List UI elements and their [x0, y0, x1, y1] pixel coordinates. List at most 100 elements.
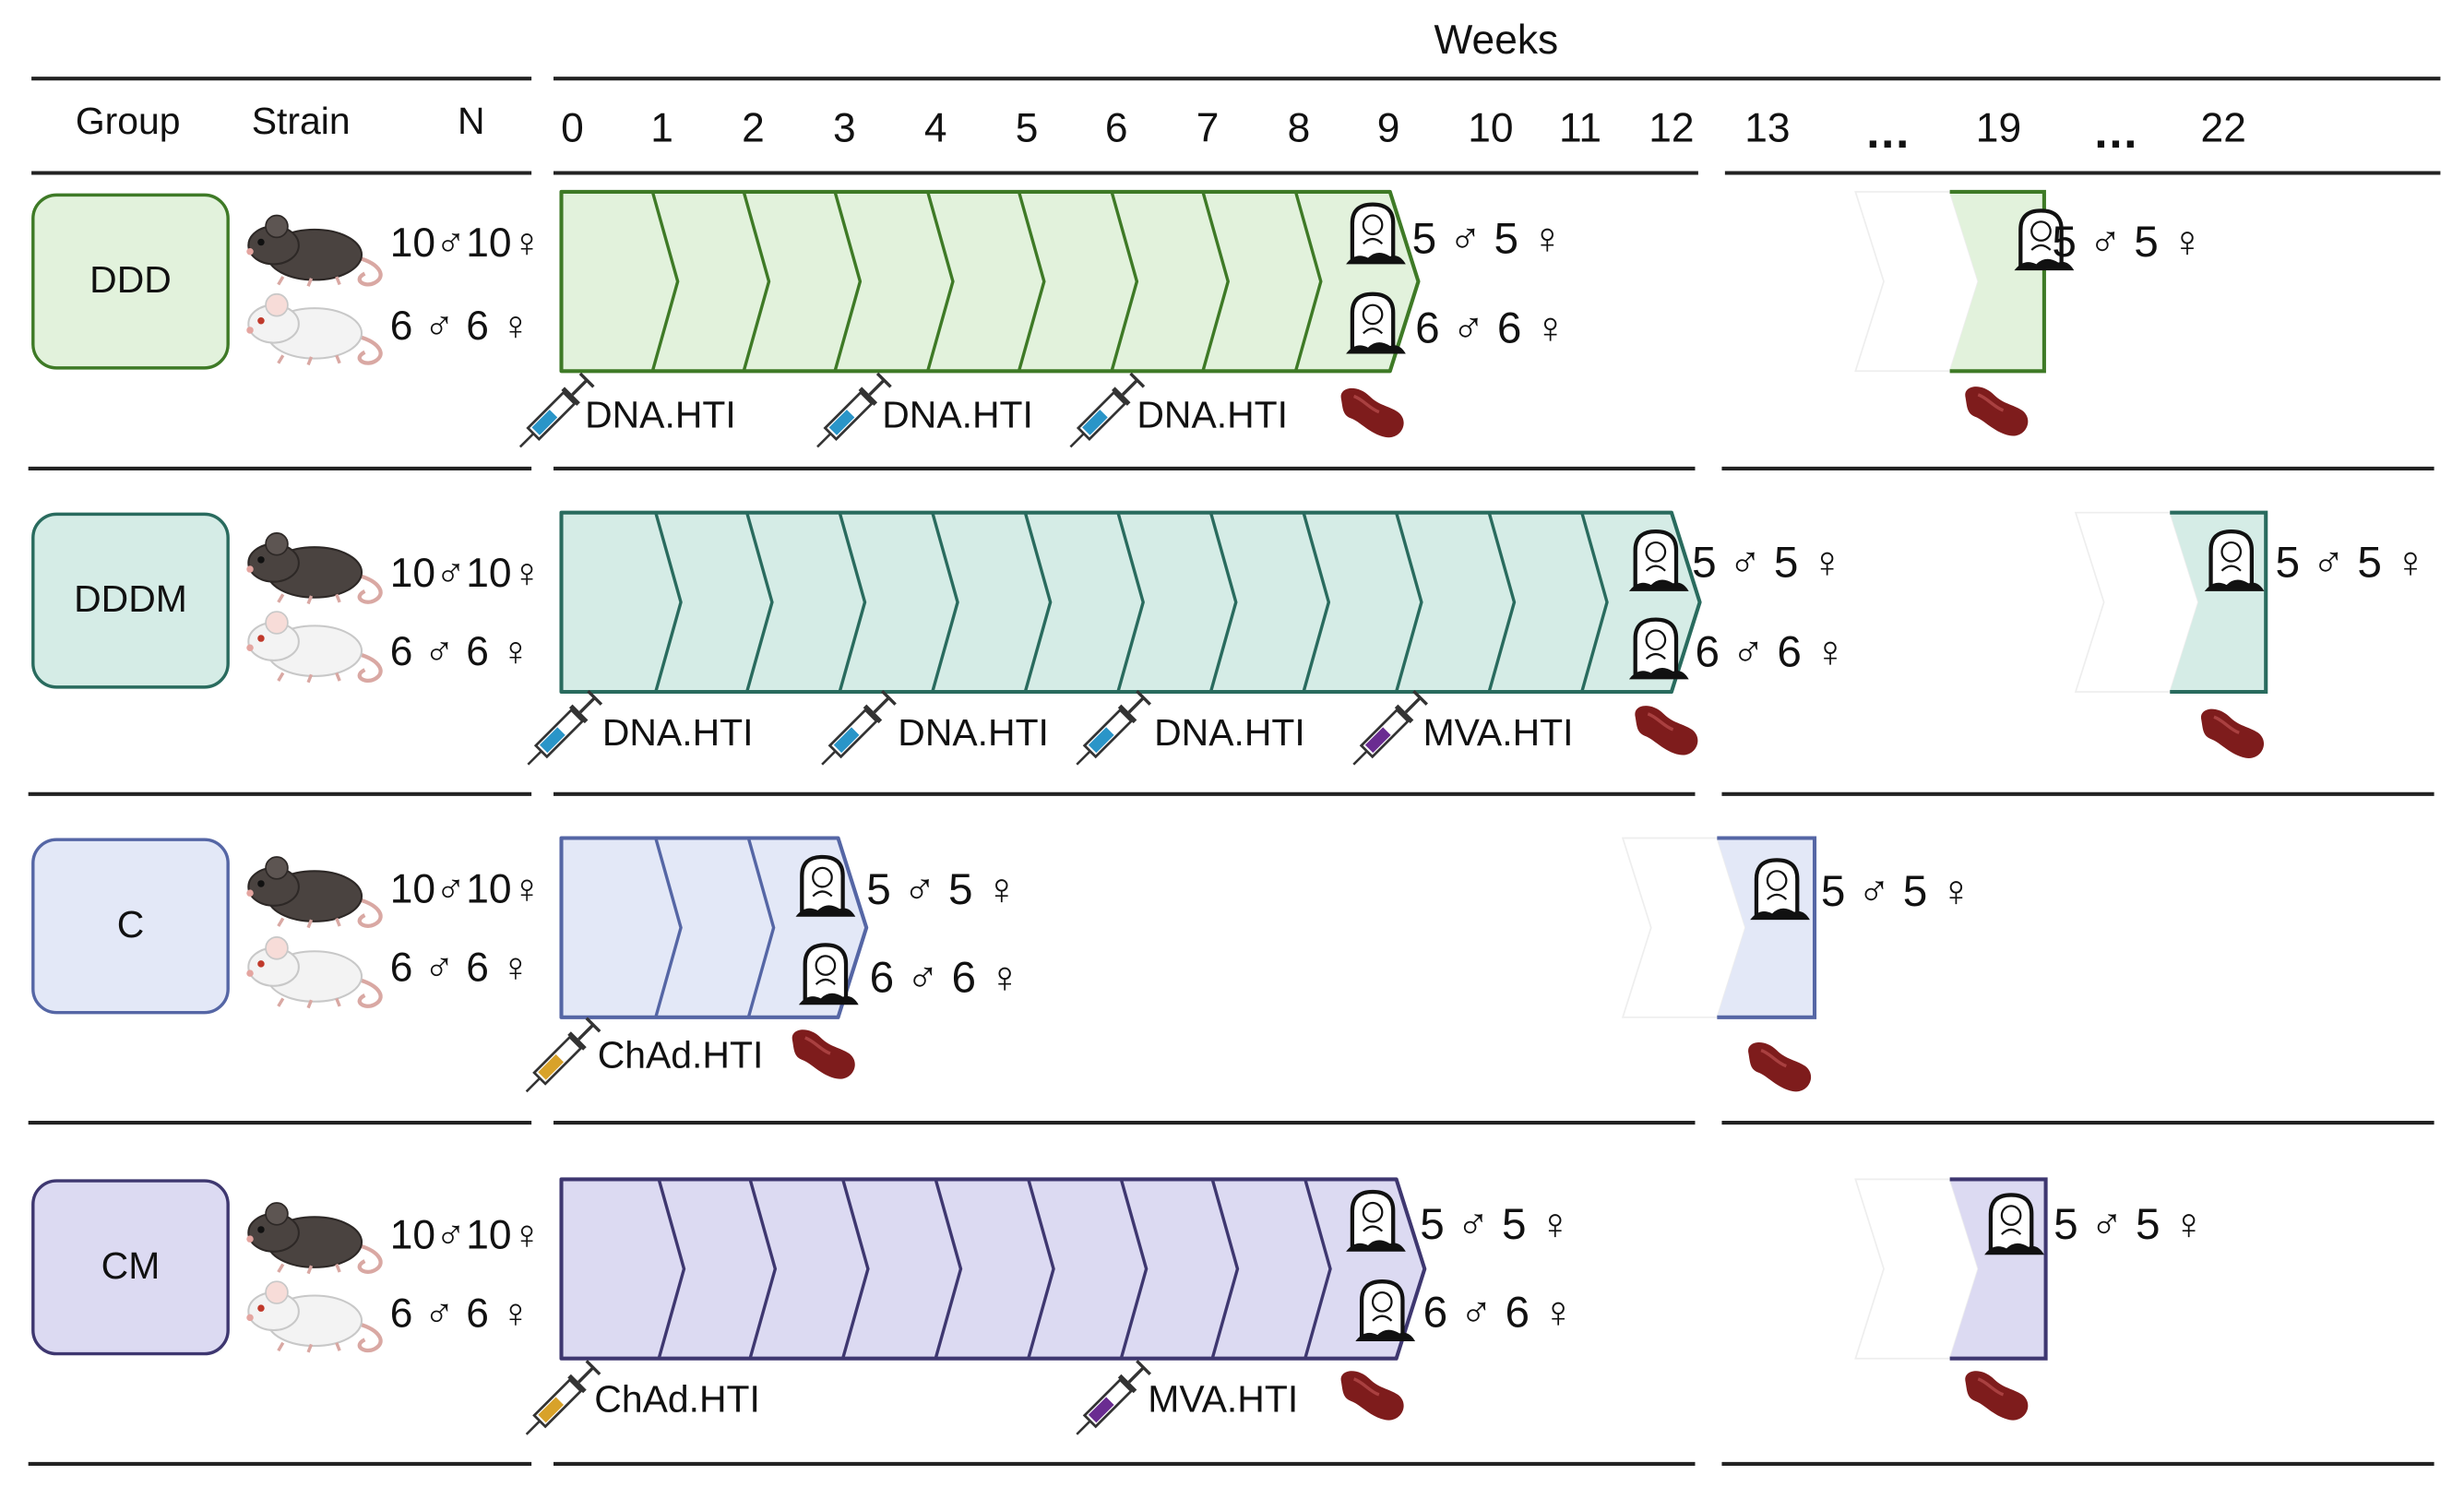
late-block-border — [1949, 1177, 2048, 1361]
syringe-icon — [816, 372, 892, 448]
tombstone-icon — [1355, 1279, 1416, 1341]
syringe-icon — [1352, 690, 1428, 766]
week-chevron — [1119, 1178, 1149, 1360]
timeline-bar — [559, 836, 869, 1019]
week-chevron — [657, 1178, 686, 1360]
week-tick-label: 3 — [833, 103, 856, 151]
syringe-icon — [525, 1017, 601, 1093]
week-tick-label: 6 — [1104, 103, 1128, 151]
sacrifice-count-early: 5 ♂ 5 ♀ — [1692, 537, 1844, 587]
week-tick-label: 4 — [923, 103, 947, 151]
sacrifice-count-early: 5 ♂ 5 ♀ — [866, 864, 1018, 914]
timeline-bar — [559, 510, 1702, 695]
week-chevron — [1303, 1178, 1332, 1360]
vaccine-label: ChAd.HTI — [594, 1378, 760, 1422]
tombstone-icon — [1984, 1193, 2044, 1255]
week-chevron — [934, 1178, 963, 1360]
group-box-cm: CM — [31, 1179, 230, 1356]
sacrifice-count-early: 6 ♂ 6 ♀ — [1695, 627, 1847, 676]
week-tick-label: 1 — [650, 103, 673, 151]
vaccine-label: MVA.HTI — [1148, 1378, 1299, 1422]
sacrifice-count-late: 5 ♂ 5 ♀ — [2053, 1199, 2206, 1249]
week-chevron — [1116, 512, 1145, 693]
sacrifice-count-late: 5 ♂ 5 ♀ — [2052, 217, 2204, 267]
vaccine-label: DNA.HTI — [585, 394, 736, 437]
week-chevron — [926, 191, 955, 372]
tombstone-icon — [1750, 858, 1810, 921]
sacrifice-count-late: 5 ♂ 5 ♀ — [2275, 537, 2427, 587]
week-chevron — [833, 191, 863, 372]
timeline-arrow — [559, 1177, 1427, 1361]
week-chevron — [1027, 1178, 1055, 1360]
group-box-dddm: DDDM — [31, 512, 230, 689]
week-chevron — [1023, 512, 1053, 693]
sacrifice-count-early: 6 ♂ 6 ♀ — [1415, 303, 1567, 352]
week-chevron — [1487, 512, 1517, 693]
spleen-icon — [1748, 1041, 1812, 1092]
late-block-border — [2170, 510, 2268, 695]
n-black-mice-ddd: 10♂10♀ — [389, 218, 542, 267]
week-chevron — [742, 191, 771, 372]
week-tick-label: 9 — [1376, 103, 1400, 151]
week-chevron — [1210, 1178, 1240, 1360]
black-mouse-icon — [246, 856, 383, 929]
white-mouse-icon — [246, 292, 383, 366]
strain-column-header: Strain — [251, 101, 351, 144]
white-mouse-icon — [246, 1280, 383, 1353]
vaccine-label: DNA.HTI — [1154, 712, 1305, 755]
week-tick-label: 22 — [2200, 103, 2246, 151]
week-chevron — [1110, 191, 1139, 372]
n-white-mice-dddm: 6 ♂ 6 ♀ — [389, 627, 531, 675]
spleen-icon — [1635, 706, 1698, 755]
white-mouse-icon — [246, 936, 383, 1009]
vaccine-label: ChAd.HTI — [597, 1034, 764, 1077]
week-tick-label: 0 — [561, 103, 584, 151]
black-mouse-icon — [246, 214, 383, 287]
tombstone-icon — [795, 854, 856, 917]
week-chevron — [1394, 512, 1423, 693]
late-timepoint-block — [2074, 510, 2268, 695]
black-mouse-icon — [246, 531, 383, 605]
vaccine-label: DNA.HTI — [882, 394, 1033, 437]
spleen-icon — [1340, 387, 1404, 438]
syringe-icon — [1076, 1360, 1151, 1435]
week-chevron — [1017, 191, 1046, 372]
sacrifice-count-late: 5 ♂ 5 ♀ — [1820, 866, 1973, 916]
tombstone-icon — [1346, 291, 1406, 354]
tombstone-icon — [2204, 529, 2265, 591]
sacrifice-count-early: 6 ♂ 6 ♀ — [869, 952, 1022, 1002]
tombstone-icon — [1628, 617, 1689, 680]
week-chevron — [745, 512, 774, 693]
n-column-header: N — [458, 101, 485, 144]
syringe-icon — [518, 372, 595, 448]
n-black-mice-cm: 10♂10♀ — [389, 1210, 542, 1258]
week-chevron — [1580, 512, 1609, 693]
timeline-bar — [559, 189, 1421, 374]
tombstone-icon — [1628, 529, 1689, 591]
spleen-icon — [1965, 387, 2029, 436]
week-chevron — [650, 191, 680, 372]
syringe-icon — [1069, 372, 1146, 448]
group-label: DDDM — [74, 578, 187, 622]
late-block-border — [1717, 836, 1817, 1019]
timeline-arrow — [559, 836, 869, 1019]
vaccine-label: DNA.HTI — [1137, 394, 1289, 437]
week-chevron — [1302, 512, 1331, 693]
syringe-icon — [1076, 690, 1151, 766]
n-white-mice-c: 6 ♂ 6 ♀ — [389, 943, 531, 991]
syringe-icon — [821, 690, 897, 766]
spleen-icon — [2200, 708, 2265, 758]
sacrifice-count-early: 5 ♂ 5 ♀ — [1411, 213, 1565, 263]
week-tick-label: 7 — [1196, 103, 1220, 151]
sacrifice-count-early: 5 ♂ 5 ♀ — [1420, 1199, 1572, 1249]
week-ellipsis: ... — [2094, 106, 2139, 160]
group-column-header: Group — [75, 101, 181, 144]
group-box-c: C — [31, 838, 230, 1015]
spleen-icon — [792, 1029, 855, 1079]
spleen-icon — [1965, 1371, 2029, 1421]
tombstone-icon — [798, 943, 859, 1005]
vaccine-label: DNA.HTI — [898, 712, 1049, 755]
sacrifice-count-early: 6 ♂ 6 ♀ — [1422, 1288, 1576, 1337]
